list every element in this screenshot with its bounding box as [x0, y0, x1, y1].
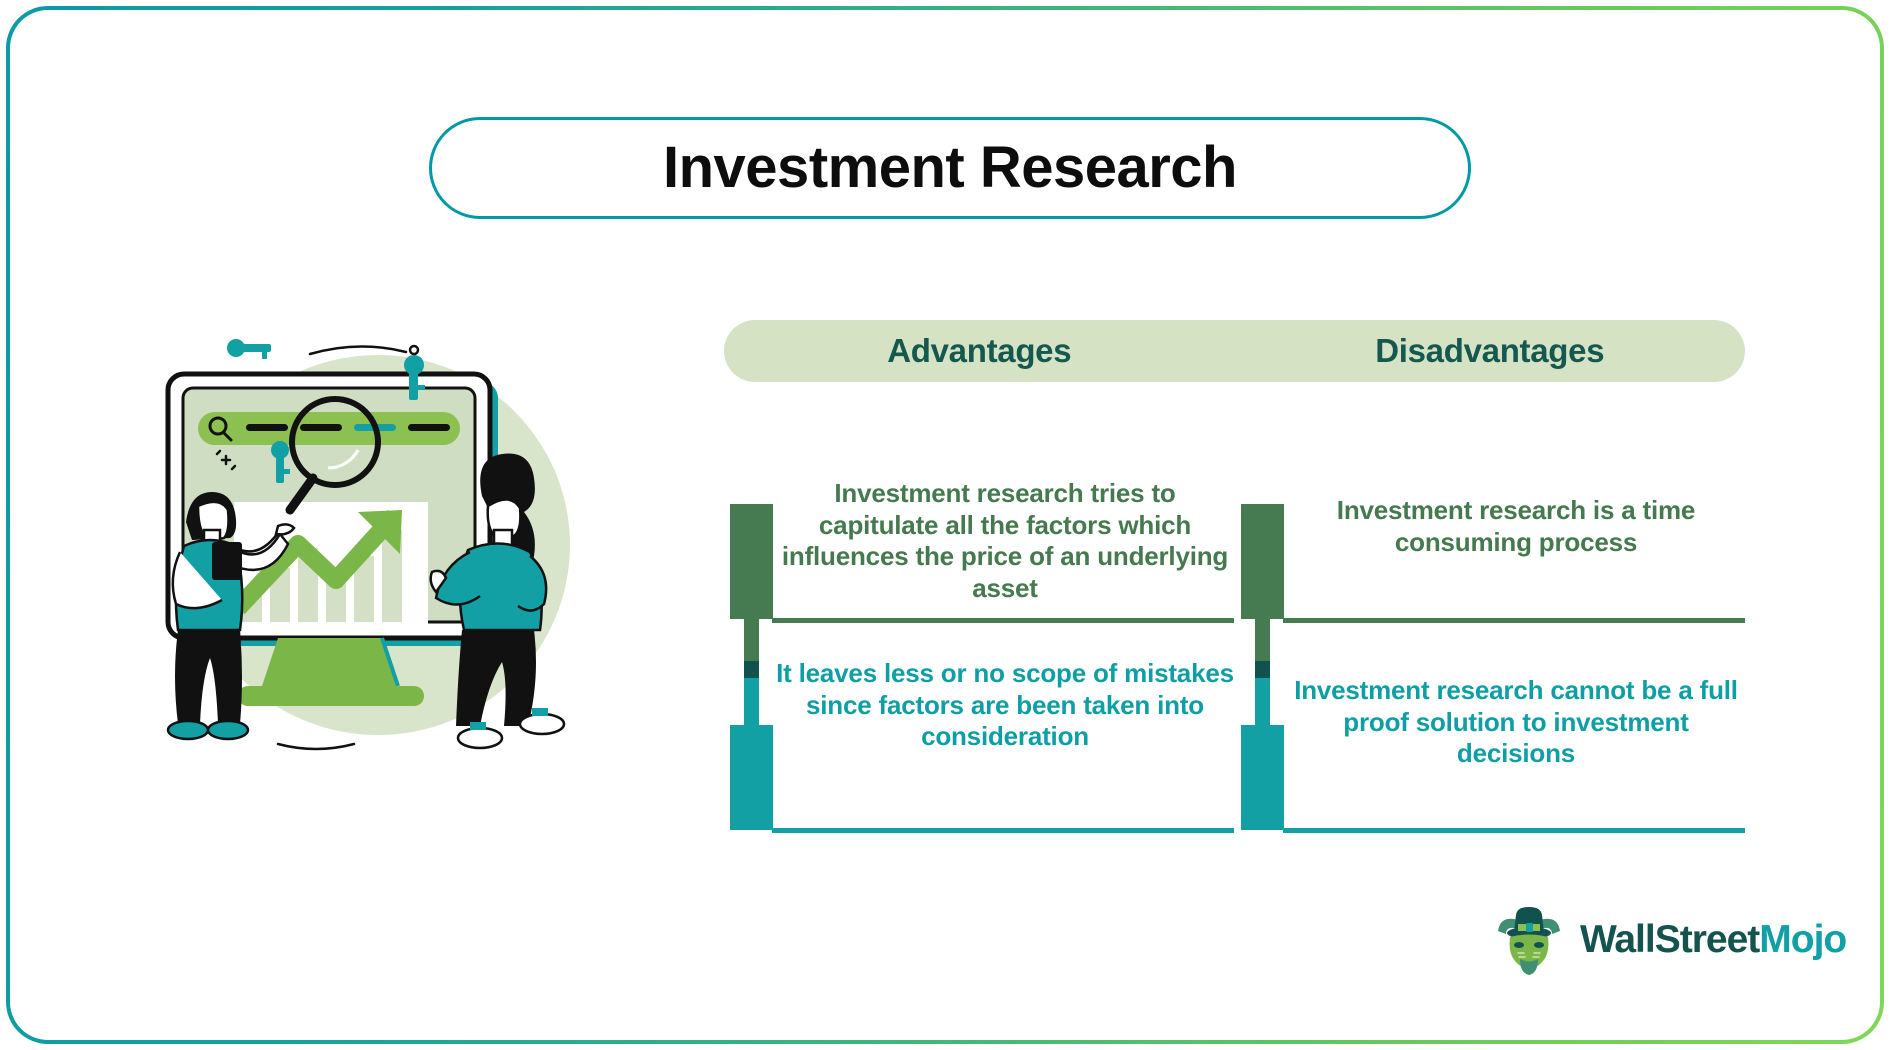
logo-word-wallstreet: WallStreet [1580, 918, 1760, 961]
bar-teal-block [730, 725, 773, 830]
logo-word-mojo: Mojo [1759, 918, 1847, 961]
advantage-item-2: It leaves less or no scope of mistakes s… [776, 658, 1234, 752]
advantages-bar-graphic [730, 440, 782, 840]
infographic-frame: Investment Research [6, 6, 1884, 1044]
bar-joint [744, 661, 759, 678]
advantages-column: Investment research tries to capitulate … [724, 440, 1234, 840]
bull-with-top-hat-icon [1492, 903, 1566, 977]
bar-green-stem [1255, 619, 1270, 661]
advantages-divider-1 [772, 618, 1234, 623]
logo-wordmark: WallStreet Mojo [1580, 918, 1847, 962]
wallstreetmojo-logo[interactable]: WallStreet Mojo [1492, 900, 1847, 980]
advantages-divider-2 [772, 828, 1234, 833]
disadvantage-item-1: Investment research is a time consuming … [1336, 495, 1696, 557]
bar-joint [1255, 661, 1270, 678]
page-title: Investment Research [663, 135, 1237, 200]
column-header-advantages: Advantages [887, 332, 1072, 369]
bar-teal-block [1241, 725, 1284, 830]
bar-teal-stem [744, 678, 759, 725]
disadvantages-divider-2 [1283, 828, 1745, 833]
disadvantages-bar-graphic [1241, 440, 1293, 840]
bar-green-block [730, 504, 773, 619]
page-title-pill: Investment Research [429, 117, 1471, 219]
column-header-disadvantages: Disadvantages [1375, 332, 1605, 369]
bar-teal-stem [1255, 678, 1270, 725]
hero-illustration [150, 330, 610, 760]
disadvantages-column: Investment research is a time consuming … [1235, 440, 1745, 840]
infographic-canvas: Investment Research [10, 10, 1880, 1040]
disadvantage-item-2: Investment research cannot be a full pro… [1294, 675, 1738, 769]
bar-green-block [1241, 504, 1284, 619]
advantage-item-1: Investment research tries to capitulate … [781, 478, 1229, 604]
disadvantages-divider-1 [1283, 618, 1745, 623]
bar-green-stem [744, 619, 759, 661]
columns-header-bar: Advantages Disadvantages [724, 320, 1745, 382]
